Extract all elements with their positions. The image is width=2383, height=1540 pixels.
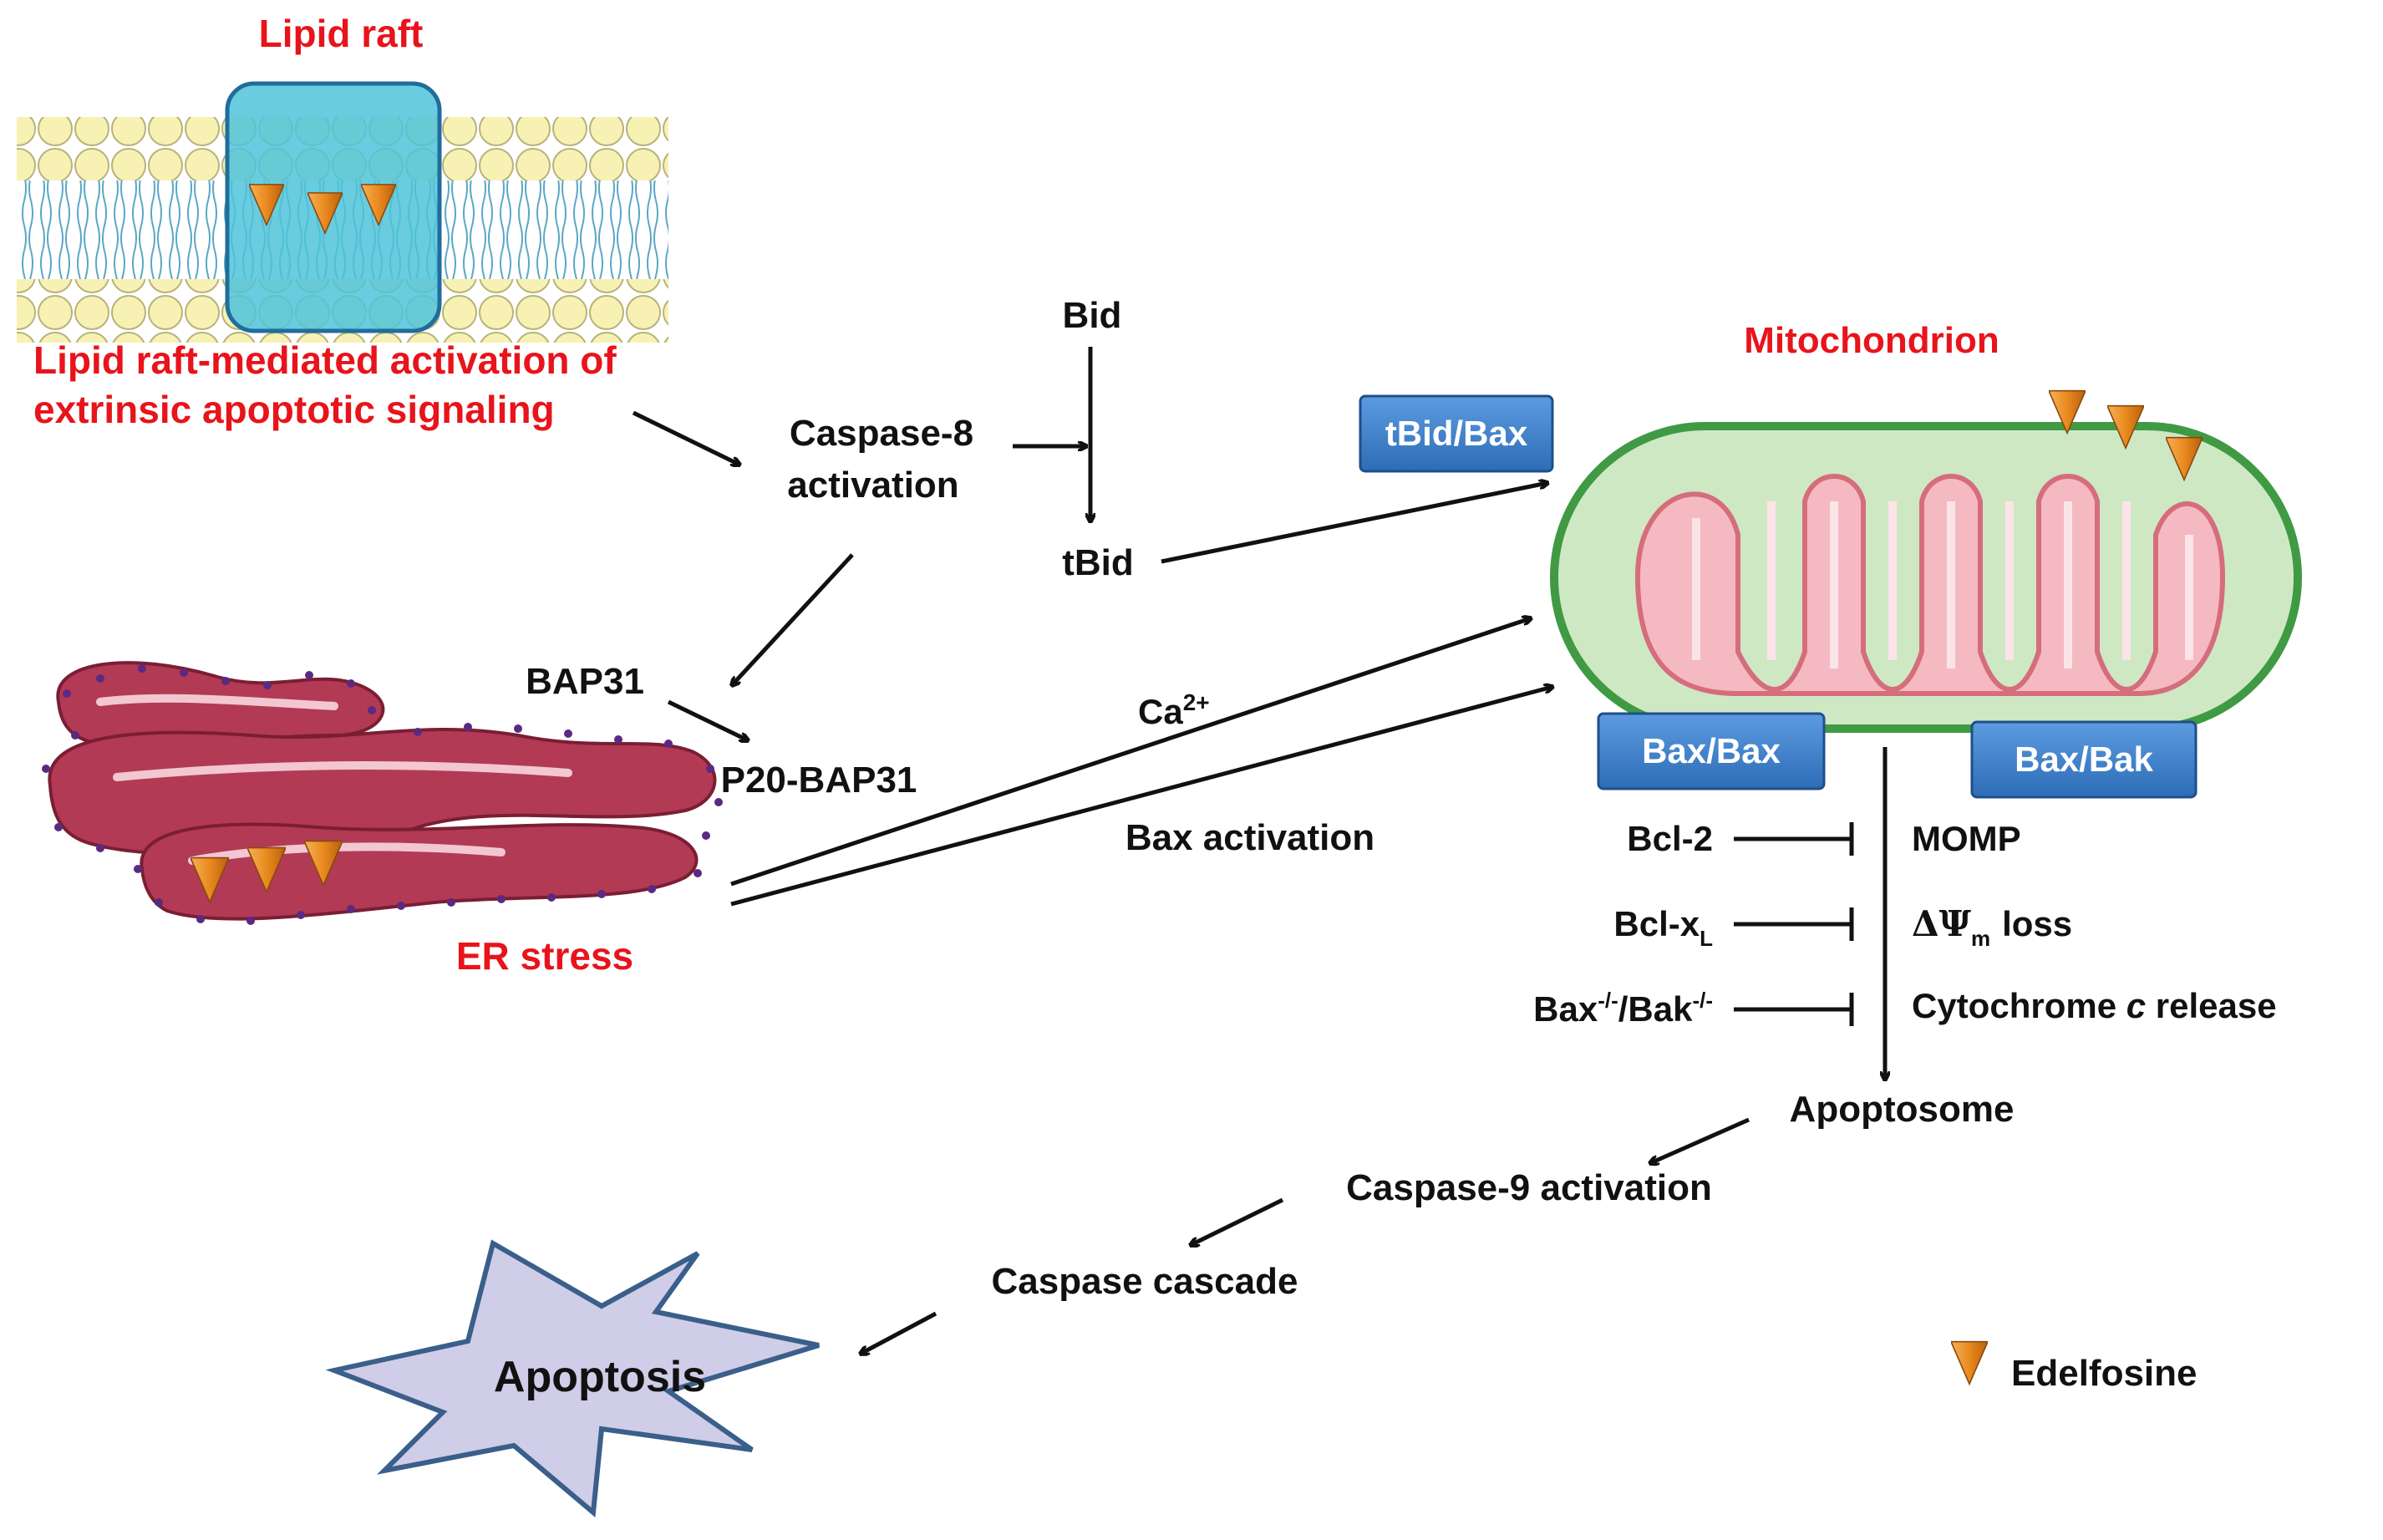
apoptosome-label: Apoptosome xyxy=(1790,1089,2015,1130)
caspase8-line2: activation xyxy=(787,465,958,506)
bclxl-base: Bcl-x xyxy=(1613,904,1700,943)
arrow-bax-to-mitochondrion xyxy=(730,687,1552,907)
apoptosis-star xyxy=(325,1239,820,1517)
edelfosine-legend-icon xyxy=(1951,1340,1988,1385)
caspase8-line1: Caspase-8 xyxy=(790,413,973,454)
arrow-ca-to-mitochondrion xyxy=(730,618,1531,887)
lipid-raft-label: Lipid raft xyxy=(259,12,424,55)
arrow-bap31-to-p20 xyxy=(667,699,748,740)
bax-base: Bax xyxy=(1533,989,1598,1029)
arrow-caspase9-to-cascade xyxy=(1191,1197,1284,1245)
bclxl-sub: L xyxy=(1700,926,1713,951)
cyto-c: c xyxy=(2126,986,2146,1025)
calcium-label: Ca2+ xyxy=(1138,689,1210,731)
mitochondrion-label: Mitochondrion xyxy=(1744,320,1999,361)
caspase-cascade-label: Caspase cascade xyxy=(992,1261,1298,1302)
bcl2-label: Bcl-2 xyxy=(1627,819,1713,858)
arrow-caspase8-to-bap31 xyxy=(732,553,854,685)
endoplasmic-reticulum xyxy=(42,661,723,925)
bap31-label: BAP31 xyxy=(526,661,644,702)
raft-activation-line2: extrinsic apoptotic signaling xyxy=(33,388,555,431)
delta-psi-sub: m xyxy=(1971,926,1990,951)
p20-bap31-label: P20-BAP31 xyxy=(721,760,917,800)
tbid-label: tBid xyxy=(1062,542,1134,583)
calcium-base: Ca xyxy=(1138,692,1183,731)
raft-activation-line1: Lipid raft-mediated activation of xyxy=(33,338,617,382)
bax-activation-label: Bax activation xyxy=(1125,817,1374,858)
cyto-post: release xyxy=(2146,986,2276,1025)
bid-label: Bid xyxy=(1063,295,1122,336)
cyto-pre: Cytochrome xyxy=(1912,986,2126,1025)
legend-edelfosine-label: Edelfosine xyxy=(2011,1353,2198,1394)
bax-bak-box: Bax/Bak xyxy=(1970,720,2198,799)
bax-bax-label: Bax/Bax xyxy=(1642,731,1781,770)
mitochondrion xyxy=(1550,422,2302,733)
bax-sup: -/- xyxy=(1598,988,1618,1013)
apoptosis-label: Apoptosis xyxy=(494,1353,706,1401)
tbid-bax-label: tBid/Bax xyxy=(1385,414,1528,453)
bak-base: /Bak xyxy=(1618,989,1693,1029)
delta-psi: ΔΨ xyxy=(1912,903,1972,944)
arrow-apoptosome-to-caspase9 xyxy=(1650,1117,1750,1163)
bax-bak-knockout-label: Bax-/-/Bak-/- xyxy=(1533,988,1713,1029)
bak-sup: -/- xyxy=(1692,988,1713,1013)
cytochrome-release-label: Cytochrome c release xyxy=(1912,986,2277,1025)
arrow-cascade-to-apoptosis xyxy=(861,1311,937,1354)
tbid-bax-box: tBid/Bax xyxy=(1359,394,1554,473)
bclxl-label: Bcl-xL xyxy=(1613,904,1713,951)
er-stress-label: ER stress xyxy=(456,934,633,978)
momp-label: MOMP xyxy=(1912,819,2021,858)
arrow-tbid-to-mitochondrion xyxy=(1161,483,1547,564)
bax-bax-box: Bax/Bax xyxy=(1597,712,1826,790)
legend: Edelfosine xyxy=(1951,1340,2198,1394)
calcium-charge: 2+ xyxy=(1183,689,1210,715)
bax-bak-label: Bax/Bak xyxy=(2015,740,2153,779)
arrow-raft-to-caspase8 xyxy=(632,410,739,465)
caspase9-label: Caspase-9 activation xyxy=(1346,1167,1712,1208)
arrows xyxy=(632,347,1885,1354)
loss-text: loss xyxy=(2002,904,2072,943)
